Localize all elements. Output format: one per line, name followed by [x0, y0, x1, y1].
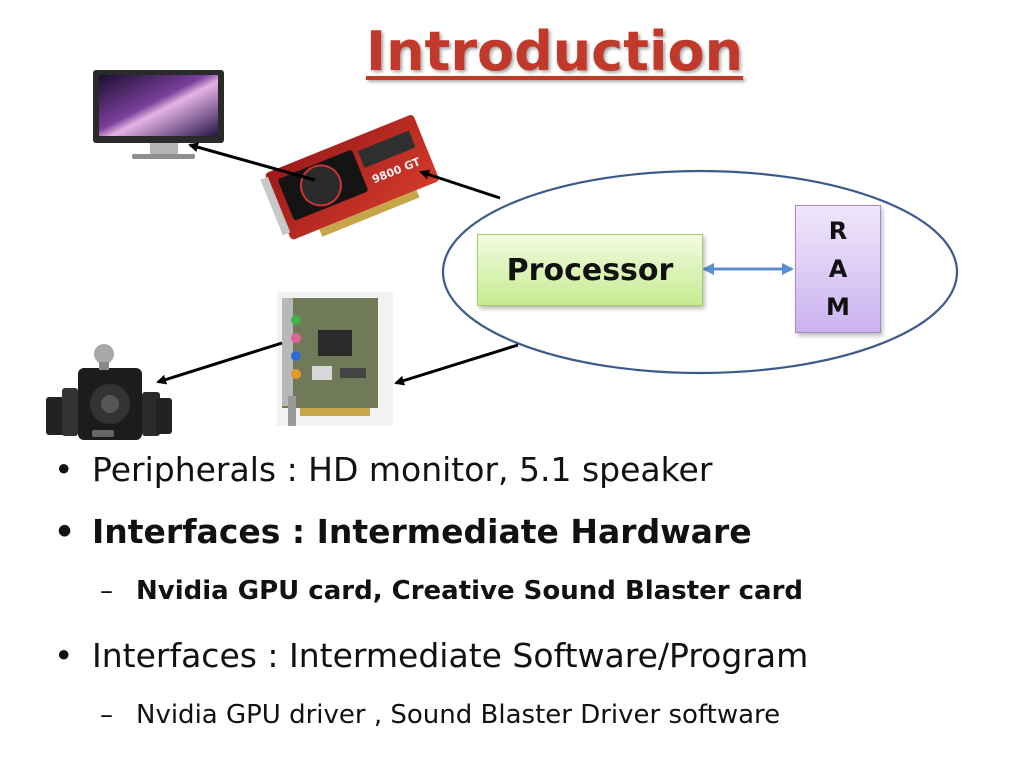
ram-box: R A M [795, 205, 881, 333]
gpu-card-icon: 9800 GT [260, 115, 439, 240]
diagram: 9800 GT [46, 70, 959, 440]
speakers-icon [46, 344, 172, 440]
processor-label: Processor [506, 252, 674, 288]
bullet-peripherals: • Peripherals : HD monitor, 5.1 speaker [52, 444, 992, 506]
ram-letter: A [828, 255, 848, 283]
monitor-icon [93, 70, 224, 159]
ram-letter: M [826, 293, 850, 321]
sound-card-icon [277, 292, 393, 426]
dash-icon: – [100, 700, 113, 730]
bullet-interfaces-software: • Interfaces : Intermediate Software/Pro… [52, 630, 992, 692]
subbullet-text: Nvidia GPU driver , Sound Blaster Driver… [136, 700, 781, 730]
subbullet-hardware-cards: – Nvidia GPU card, Creative Sound Blaste… [52, 568, 992, 630]
bullet-dot-icon: • [54, 636, 74, 675]
bullet-dot-icon: • [54, 512, 76, 551]
subbullet-text: Nvidia GPU card, Creative Sound Blaster … [136, 576, 804, 606]
dash-icon: – [100, 576, 113, 606]
bullet-text: Interfaces : Intermediate Hardware [92, 512, 752, 551]
arrow-to-monitor [188, 142, 316, 182]
bullet-list: • Peripherals : HD monitor, 5.1 speaker … [52, 444, 992, 754]
arrow-to-gpu [419, 169, 501, 200]
ram-letter: R [828, 217, 848, 245]
page-title: Introduction [366, 20, 744, 83]
bullet-interfaces-hardware: • Interfaces : Intermediate Hardware [52, 506, 992, 568]
subbullet-drivers: – Nvidia GPU driver , Sound Blaster Driv… [52, 692, 992, 754]
bullet-dot-icon: • [54, 450, 74, 489]
arrow-to-speakers [156, 341, 283, 385]
bullet-text: Peripherals : HD monitor, 5.1 speaker [92, 450, 713, 489]
processor-box: Processor [477, 234, 703, 306]
arrow-to-sound-card [394, 343, 519, 386]
system-ellipse [441, 169, 959, 375]
bullet-text: Interfaces : Intermediate Software/Progr… [92, 636, 809, 675]
